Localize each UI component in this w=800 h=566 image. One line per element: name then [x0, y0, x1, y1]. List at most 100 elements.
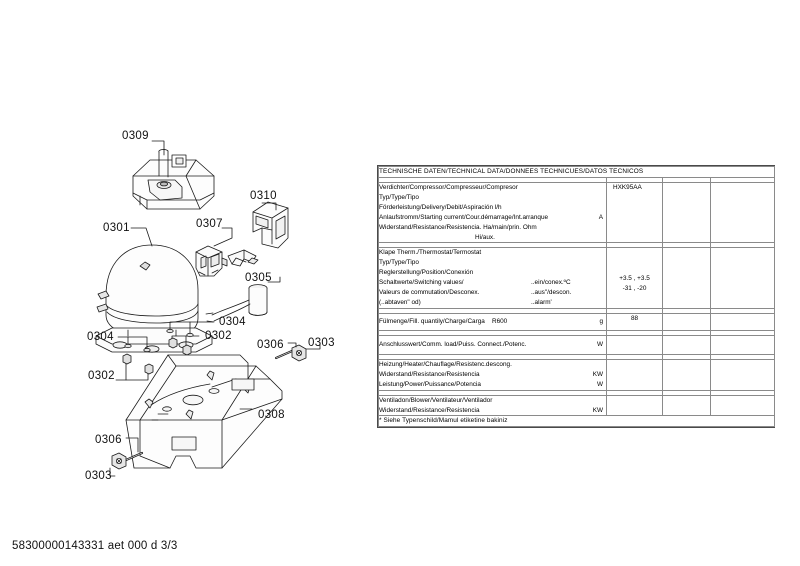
row-line: Anlaufstromm/Starting current/Cour.démar…: [379, 213, 606, 223]
row-unit: A: [598, 213, 603, 221]
row-unit: W: [596, 340, 603, 348]
leader-0310: [261, 202, 277, 211]
part-label-0304-top: 0304: [219, 316, 246, 328]
table-row: Ventiladon/Blower/Ventilateur/Ventilador…: [378, 394, 776, 417]
part-label-0309: 0309: [122, 130, 149, 142]
row-heater-value-3: [709, 358, 776, 391]
row-blower-value-3: [709, 394, 776, 417]
row-connected-load-description: Anschlusswert/Comm. load/Puiss. Connect.…: [378, 334, 607, 355]
part-label-0305: 0305: [245, 272, 272, 284]
row-blower-value-2: [662, 394, 711, 417]
spacer-row-2: [378, 242, 776, 249]
row-line: Klape Therm./Thermostat/Termostat: [379, 249, 482, 257]
table-row: Anschlusswert/Comm. load/Puiss. Connect.…: [378, 334, 776, 355]
part-label-0303-right: 0303: [308, 337, 335, 349]
row-line-mid: ..aus"/descon.: [531, 289, 572, 297]
row-line: Leistung/Power/Puissance/Potencia W: [379, 380, 606, 390]
part-0308-shape: [125, 354, 283, 469]
row-line-text: Widerstand/Resistance/Resistencia: [379, 406, 480, 414]
row-fill-quantity-value-3: [709, 312, 776, 331]
leader-0306-right: [287, 342, 297, 348]
row-thermostat-description: Klape Therm./Thermostat/Termostat Typ/Ty…: [378, 247, 607, 309]
row-unit: KW: [592, 370, 603, 378]
row-heater-value-1: [606, 358, 663, 391]
part-label-0308: 0308: [258, 409, 285, 421]
row-unit: KW: [592, 406, 603, 414]
row-fill-quantity-description: Fülmenge/Fill. quantily/Charge/Carga R60…: [378, 312, 607, 331]
row-line: Anschlusswert/Comm. load/Puiss. Connect.…: [379, 340, 606, 350]
row-line: Widerstand/Resistance/Resistencia KW: [379, 370, 606, 380]
spacer-row-5: [378, 353, 776, 360]
row-compressor-value-3: [709, 181, 776, 244]
spacer-cell: [709, 353, 776, 360]
row-connected-load-value-3: [709, 334, 776, 355]
row-unit: W: [596, 380, 603, 388]
part-label-0310: 0310: [250, 190, 277, 202]
diagram-svg: [95, 140, 321, 477]
leader-0301: [130, 227, 153, 247]
row-compressor-value-2: [662, 181, 711, 244]
spacer-row-3: [378, 307, 776, 314]
row-line-mid: ..alarm': [531, 299, 552, 307]
row-line: Fülmenge/Fill. quantily/Charge/Carga R60…: [379, 317, 606, 327]
row-line: Schaltwerte/Switching values/..ein/conex…: [379, 278, 606, 288]
row-line-text: Leistung/Power/Puissance/Potencia: [379, 380, 481, 388]
row-blower-description: Ventiladon/Blower/Ventilateur/Ventilador…: [378, 394, 607, 417]
part-0306-0303-right: [274, 344, 307, 362]
spacer-row-1: [378, 176, 776, 183]
part-label-0306-bottom: 0306: [95, 434, 122, 446]
row-line-text: Anlaufstromm/Starting current/Cour.démar…: [379, 213, 549, 221]
table-row: Verdichter/Compressor/Compresseur/Compre…: [378, 181, 776, 244]
table-footnote: * Siehe Typenschild/Mamul etiketine baki…: [377, 415, 776, 428]
row-line-text: Anschlusswert/Comm. load/Puiss. Connect.…: [379, 340, 527, 348]
table-row: Heizung/Heater/Chauflage/Resistenc.desco…: [378, 358, 776, 391]
row-blower-value-1: [606, 394, 663, 417]
table-row: Klape Therm./Thermostat/Termostat Typ/Ty…: [378, 247, 776, 309]
row-line: Valeurs de commutation/Desconex. ..aus"/d…: [379, 288, 606, 298]
spacer-cell: [709, 389, 776, 396]
part-label-0301: 0301: [103, 222, 130, 234]
row-line-text: Widerstand/Resistance/Resistencia: [379, 370, 480, 378]
row-line-text: (..abtaven" od): [379, 299, 421, 307]
leader-0307: [213, 227, 233, 247]
row-thermostat-value-1: +3.5 , +3.5 -31 , -20: [606, 247, 663, 309]
fasteners-cluster-left: [115, 336, 154, 381]
spacer-cell: [709, 176, 776, 183]
part-0306-0303-bottom: [111, 451, 144, 470]
row-line: (..abtaven" od) ..alarm': [379, 298, 606, 308]
table-footnote-row: * Siehe Typenschild/Mamul etiketine baki…: [377, 415, 776, 428]
row-line-text: Fülmenge/Fill. quantily/Charge/Carga R60…: [379, 317, 508, 325]
row-line: Widerstand/Resistance/Resistencia KW: [379, 406, 606, 416]
row-heater-value-2: [662, 358, 711, 391]
part-label-0303-bottom: 0303: [85, 470, 112, 482]
row-thermostat-value-3: [709, 247, 776, 309]
row-compressor-description: Verdichter/Compressor/Compresseur/Compre…: [378, 181, 607, 244]
spacer-cell: [709, 307, 776, 314]
part-0310-shape: [252, 201, 289, 249]
table-title: TECHNISCHE DATEN/TECHNICAL DATA/DONNEES …: [377, 166, 776, 178]
row-connected-load-value-2: [662, 334, 711, 355]
row-line: Förderleistung/Delivery/Debit/Aspiración…: [379, 203, 502, 211]
row-line: Typ/Type/Tipo: [379, 193, 419, 201]
row-line: Typ/Type/Tipo: [379, 259, 419, 267]
row-line: Verdichter/Compressor/Compresseur/Compre…: [379, 183, 518, 191]
table-row: Fülmenge/Fill. quantily/Charge/Carga R60…: [378, 312, 776, 331]
row-heater-description: Heizung/Heater/Chauflage/Resistenc.desco…: [378, 358, 607, 391]
technical-data-table: TECHNISCHE DATEN/TECHNICAL DATA/DONNEES …: [377, 165, 776, 429]
fasteners-cluster-top: [166, 321, 214, 356]
row-compressor-value-1: HXK95AA: [606, 181, 663, 244]
leader-0309: [151, 140, 165, 156]
part-label-0307: 0307: [196, 218, 223, 230]
row-unit: g: [599, 317, 603, 325]
row-line: Ventiladon/Blower/Ventilateur/Ventilador: [379, 396, 493, 404]
row-line-text: Valeurs de commutation/Desconex.: [379, 289, 480, 297]
row-connected-load-value-1: [606, 334, 663, 355]
row-line: Widerstand/Resistance/Resistencia. Ha/ma…: [379, 223, 537, 231]
spacer-row-4: [378, 329, 776, 336]
spacer-cell: [709, 329, 776, 336]
row-line: Reglerstellung/Position/Conexión: [379, 269, 474, 277]
row-line: Heizung/Heater/Chauflage/Resistenc.desco…: [379, 360, 512, 368]
part-label-0302-top: 0302: [205, 330, 232, 342]
leader-0303-right: [305, 342, 321, 350]
part-bracket-shape: [227, 249, 259, 267]
